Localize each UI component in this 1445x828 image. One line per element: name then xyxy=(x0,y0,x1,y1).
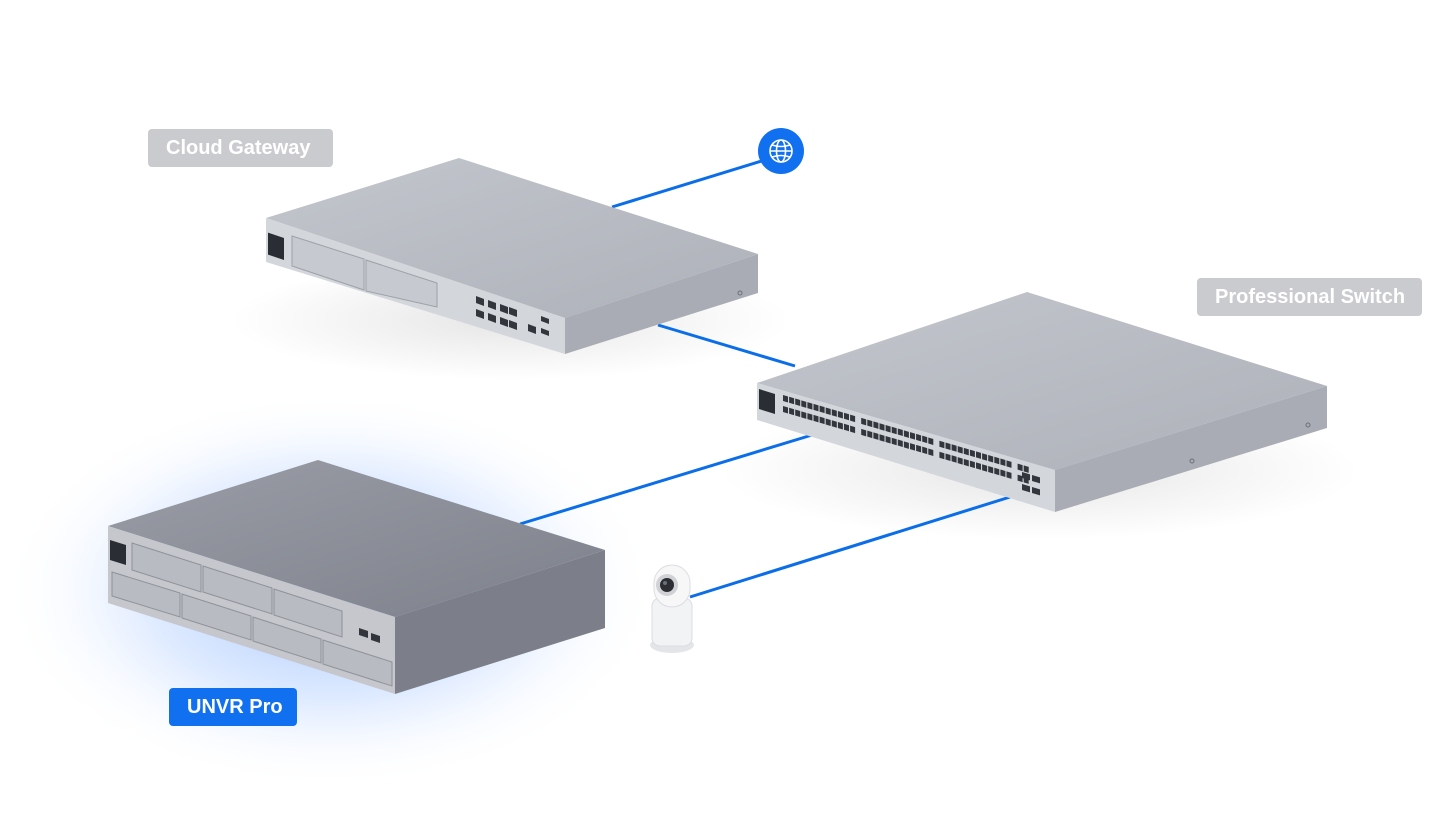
switch-sfp-port xyxy=(1022,484,1030,493)
switch-port xyxy=(879,423,885,431)
link-switch-unvr xyxy=(519,433,813,526)
camera-icon xyxy=(650,564,694,653)
switch-port xyxy=(928,448,934,456)
switch-port xyxy=(928,437,934,445)
switch-sfp-port xyxy=(1032,487,1040,496)
link-switch-camera xyxy=(689,495,1011,599)
switch-port xyxy=(957,457,963,465)
switch-port xyxy=(945,442,951,451)
switch-port xyxy=(807,402,813,410)
switch-ports xyxy=(783,395,1040,496)
switch-port xyxy=(994,456,1000,465)
switch-port xyxy=(873,432,879,440)
professional-switch-device[interactable] xyxy=(757,292,1327,512)
switch-port xyxy=(988,465,994,474)
switch-port xyxy=(976,451,981,459)
switch-port xyxy=(783,395,788,403)
switch-port xyxy=(939,440,945,449)
switch-port xyxy=(969,449,975,458)
switch-port xyxy=(957,446,963,454)
switch-port xyxy=(807,413,813,421)
switch-port xyxy=(825,418,831,426)
unvr-pro-device[interactable] xyxy=(108,460,605,694)
switch-port xyxy=(963,458,969,467)
switch-port xyxy=(861,428,867,437)
switch-port xyxy=(891,437,897,446)
switch-port xyxy=(819,405,825,414)
switch-port xyxy=(879,434,885,442)
switch-port xyxy=(837,422,843,430)
switch-port xyxy=(1017,463,1023,472)
switch-port xyxy=(789,407,795,416)
switch-port xyxy=(801,400,807,408)
switch-port xyxy=(982,453,988,461)
unvr-drive-bays xyxy=(111,542,393,687)
switch-port xyxy=(910,443,915,451)
camera-device[interactable] xyxy=(650,564,694,653)
switch-port xyxy=(994,467,1000,476)
switch-port xyxy=(885,435,891,444)
link-gateway-switch xyxy=(657,323,796,368)
switch-port xyxy=(951,455,957,463)
switch-port xyxy=(963,447,969,456)
link-internet-gateway xyxy=(611,158,766,209)
switch-port xyxy=(789,396,795,405)
unvr-pro-label: UNVR Pro xyxy=(169,688,297,726)
switch-port xyxy=(850,414,856,423)
switch-port xyxy=(916,433,922,442)
switch-port xyxy=(885,424,891,433)
switch-port xyxy=(837,411,843,419)
switch-port xyxy=(831,420,837,428)
switch-sfp-port xyxy=(1032,475,1040,484)
switch-port xyxy=(903,430,909,438)
switch-port xyxy=(988,454,994,463)
switch-port xyxy=(1006,460,1012,468)
globe-icon xyxy=(769,139,793,163)
switch-port xyxy=(813,414,819,423)
switch-port xyxy=(873,421,879,429)
switch-port xyxy=(939,451,945,460)
switch-port xyxy=(844,412,849,421)
switch-port xyxy=(922,435,928,444)
switch-port xyxy=(910,432,915,440)
switch-port xyxy=(951,444,957,452)
switch-port xyxy=(867,419,873,428)
switch-port xyxy=(783,406,788,414)
switch-sfp-port xyxy=(1022,472,1030,481)
switch-port xyxy=(850,425,856,434)
switch-port xyxy=(1023,465,1029,473)
switch-port xyxy=(903,441,909,449)
switch-port xyxy=(969,460,975,469)
switch-port xyxy=(825,407,831,415)
switch-port xyxy=(1000,469,1006,478)
switch-port xyxy=(861,417,867,426)
internet-node[interactable] xyxy=(758,128,804,174)
switch-port xyxy=(795,409,801,418)
professional-switch-label: Professional Switch xyxy=(1197,278,1422,316)
switch-port xyxy=(945,453,951,462)
cloud-gateway-device[interactable] xyxy=(266,158,758,354)
switch-port xyxy=(1000,458,1006,467)
switch-port xyxy=(897,428,903,437)
switch-port xyxy=(831,409,837,417)
switch-port xyxy=(867,430,873,439)
switch-port xyxy=(976,462,981,470)
cloud-gateway-label: Cloud Gateway xyxy=(148,129,333,167)
switch-port xyxy=(819,416,825,425)
switch-port xyxy=(801,411,807,419)
gateway-ports xyxy=(476,296,549,336)
switch-port xyxy=(813,403,819,412)
switch-port xyxy=(982,464,988,472)
switch-port xyxy=(897,439,903,448)
switch-port xyxy=(916,444,922,453)
switch-port xyxy=(922,446,928,455)
switch-port xyxy=(795,398,801,407)
switch-port xyxy=(1006,471,1012,479)
switch-port xyxy=(891,426,897,435)
switch-port xyxy=(1017,474,1023,483)
switch-port xyxy=(844,423,849,432)
